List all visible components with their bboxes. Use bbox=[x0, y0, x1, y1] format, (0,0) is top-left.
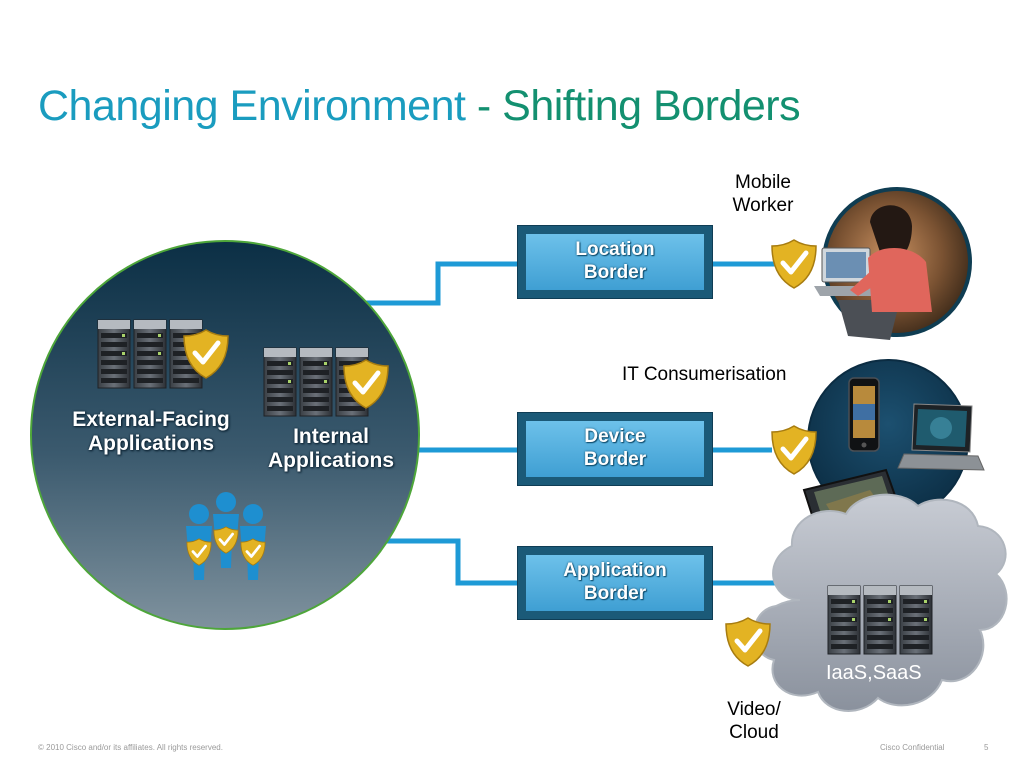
footer-page-number: 5 bbox=[984, 743, 989, 752]
slide-title: Changing Environment - Shifting Borders bbox=[38, 82, 801, 131]
shield-check-icon bbox=[772, 240, 816, 288]
footer-confidential: Cisco Confidential bbox=[880, 743, 945, 752]
location-border-label: Location Border bbox=[526, 234, 704, 290]
internal-apps-label: Internal Applications bbox=[267, 425, 394, 473]
it-consumerisation-label: IT Consumerisation bbox=[622, 364, 787, 385]
cloud-services-label: IaaS,SaaS bbox=[826, 662, 922, 684]
title-part-1: Changing Environment bbox=[38, 82, 466, 130]
application-border-box: Application Border bbox=[517, 546, 713, 620]
laptop-icon bbox=[897, 403, 985, 471]
device-border-label: Device Border bbox=[526, 421, 704, 477]
application-border-label: Application Border bbox=[526, 555, 704, 611]
connector-location bbox=[362, 261, 520, 306]
title-part-2: - Shifting Borders bbox=[476, 82, 801, 130]
location-border-box: Location Border bbox=[517, 225, 713, 299]
users-icon bbox=[185, 492, 267, 580]
footer-copyright: © 2010 Cisco and/or its affiliates. All … bbox=[38, 743, 223, 752]
video-cloud-label: Video/ Cloud bbox=[727, 699, 781, 743]
smartphone-icon bbox=[848, 377, 880, 452]
mobile-worker-label: Mobile Worker bbox=[732, 172, 794, 216]
connector-application bbox=[378, 538, 520, 586]
person-laptop-icon bbox=[814, 187, 972, 340]
server-rack-icon bbox=[827, 585, 933, 655]
external-apps-label: External-Facing Applications bbox=[72, 408, 230, 456]
device-border-box: Device Border bbox=[517, 412, 713, 486]
shield-check-icon bbox=[726, 618, 770, 666]
shield-check-icon bbox=[772, 426, 816, 474]
